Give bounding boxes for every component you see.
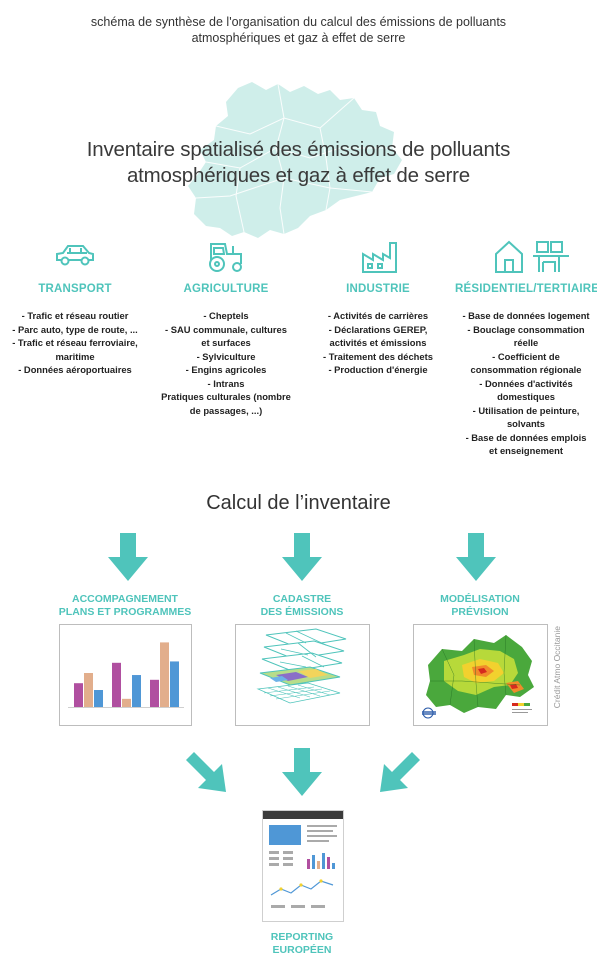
category-title: INDUSTRIE [346,283,410,295]
chart-bar [132,675,141,707]
arrow-down-icon [282,748,322,796]
category-item: - Traitement des déchets [323,350,433,362]
diagram-caption: schéma de synthèse de l'organisation du … [0,14,597,46]
output-title-line: CADASTRE [272,593,332,605]
category-item: - Données aéroportuaires [18,364,132,375]
category-item: activités et émissions [329,337,427,348]
reporting-title-line: REPORTING [270,931,334,943]
category-item: - Cheptels [203,310,249,321]
output-title-line: DES ÉMISSIONS [260,606,344,618]
category-item: - Base de données emplois [465,431,587,443]
category-item: - Trafic et réseau routier [21,310,129,321]
heatmap-map-icon [422,634,534,719]
chart-bar [150,679,159,707]
report-document-icon [263,811,343,908]
category-item: Pratiques culturales (nombre [161,391,291,402]
bar-chart-icon [68,642,184,708]
category-item: domestiques [497,391,555,402]
category-title: AGRICULTURE [183,283,269,295]
factory-icon [362,242,397,273]
reporting-title-line: EUROPÉEN [272,944,332,956]
output-title-line: PLANS ET PROGRAMMES [58,606,192,618]
category-item: maritime [55,350,95,362]
car-icon [56,245,94,266]
caption-line-2: atmosphériques et gaz à effet de serre [191,31,406,45]
calc-title: Calcul de l’inventaire [206,492,391,514]
category-item: - Coefficient de [492,350,560,362]
chart-bar [94,690,103,707]
category-title: TRANSPORT [38,283,112,295]
category-industrie: INDUSTRIE - Activités de carrières - Déc… [303,283,453,377]
category-item: - SAU communale, cultures [165,323,287,335]
category-item: - Trafic et réseau ferroviaire, [12,337,138,348]
category-item: - Base de données logement [462,310,590,321]
report-thumbnail [262,810,344,922]
output-title-line: PRÉVISION [451,606,509,618]
inventory-title-line-2: atmosphériques et gaz à effet de serre [126,164,470,187]
chart-bar [122,698,131,707]
category-item: et enseignement [489,445,563,456]
chart-bar [112,662,121,707]
output-title-line: ACCOMPAGNEMENT [72,593,178,605]
arrow-down-right-icon [186,752,226,792]
inventory-title: Inventaire spatialisé des émissions de p… [0,137,597,189]
layers-icon [256,628,347,704]
category-item: solvants [506,418,546,429]
chart-bar [170,661,179,707]
cadastre-frame [235,624,370,726]
category-agriculture: AGRICULTURE - Cheptels - SAU communale, … [151,283,301,417]
category-item: - Parc auto, type de route, ... [12,323,138,335]
modelisation-frame [413,624,548,726]
output-title-line: MODÉLISATION [440,593,520,605]
image-credit: Crédit Atmo Occitanie [552,626,562,709]
category-item: de passages, ...) [189,404,263,416]
reporting-title: REPORTING EUROPÉEN [217,931,387,957]
arrow-down-icon [108,533,148,581]
arrow-down-left-icon [380,752,420,792]
category-item: - Activités de carrières [327,310,429,321]
category-item: - Intrans [207,377,245,389]
category-residentiel-tertiaire: RÉSIDENTIEL/TERTIAIRE - Base de données … [455,283,597,458]
caption-line-1: schéma de synthèse de l'organisation du … [90,15,507,29]
category-item: - Bouclage consommation [467,323,585,335]
category-item: et surfaces [201,337,251,348]
bar-chart-frame [59,624,192,726]
chart-bar [160,642,169,707]
category-item: - Utilisation de peinture, [472,404,580,416]
house-office-icon [495,240,569,273]
region-map-icon [188,82,402,238]
tractor-icon [209,243,242,272]
category-transport: TRANSPORT - Trafic et réseau routier - P… [0,283,150,377]
category-item: - Production d'énergie [328,364,428,375]
output-title-accompagnement: ACCOMPAGNEMENT PLANS ET PROGRAMMES [40,593,210,619]
inventory-title-line-1: Inventaire spatialisé des émissions de p… [86,138,511,161]
category-item: - Engins agricoles [185,364,267,375]
category-item: réelle [513,337,539,348]
arrow-down-icon [282,533,322,581]
chart-bar [74,683,83,707]
category-title: RÉSIDENTIEL/TERTIAIRE [455,283,597,295]
category-item: consommation régionale [470,364,582,375]
category-item: - Données d'activités [479,377,573,389]
output-title-cadastre: CADASTRE DES ÉMISSIONS [217,593,387,619]
output-title-modelisation: MODÉLISATION PRÉVISION [395,593,565,619]
category-item: - Déclarations GEREP, [328,323,428,335]
arrow-down-icon [456,533,496,581]
chart-bar [84,673,93,707]
category-item: - Sylviculture [196,350,256,362]
